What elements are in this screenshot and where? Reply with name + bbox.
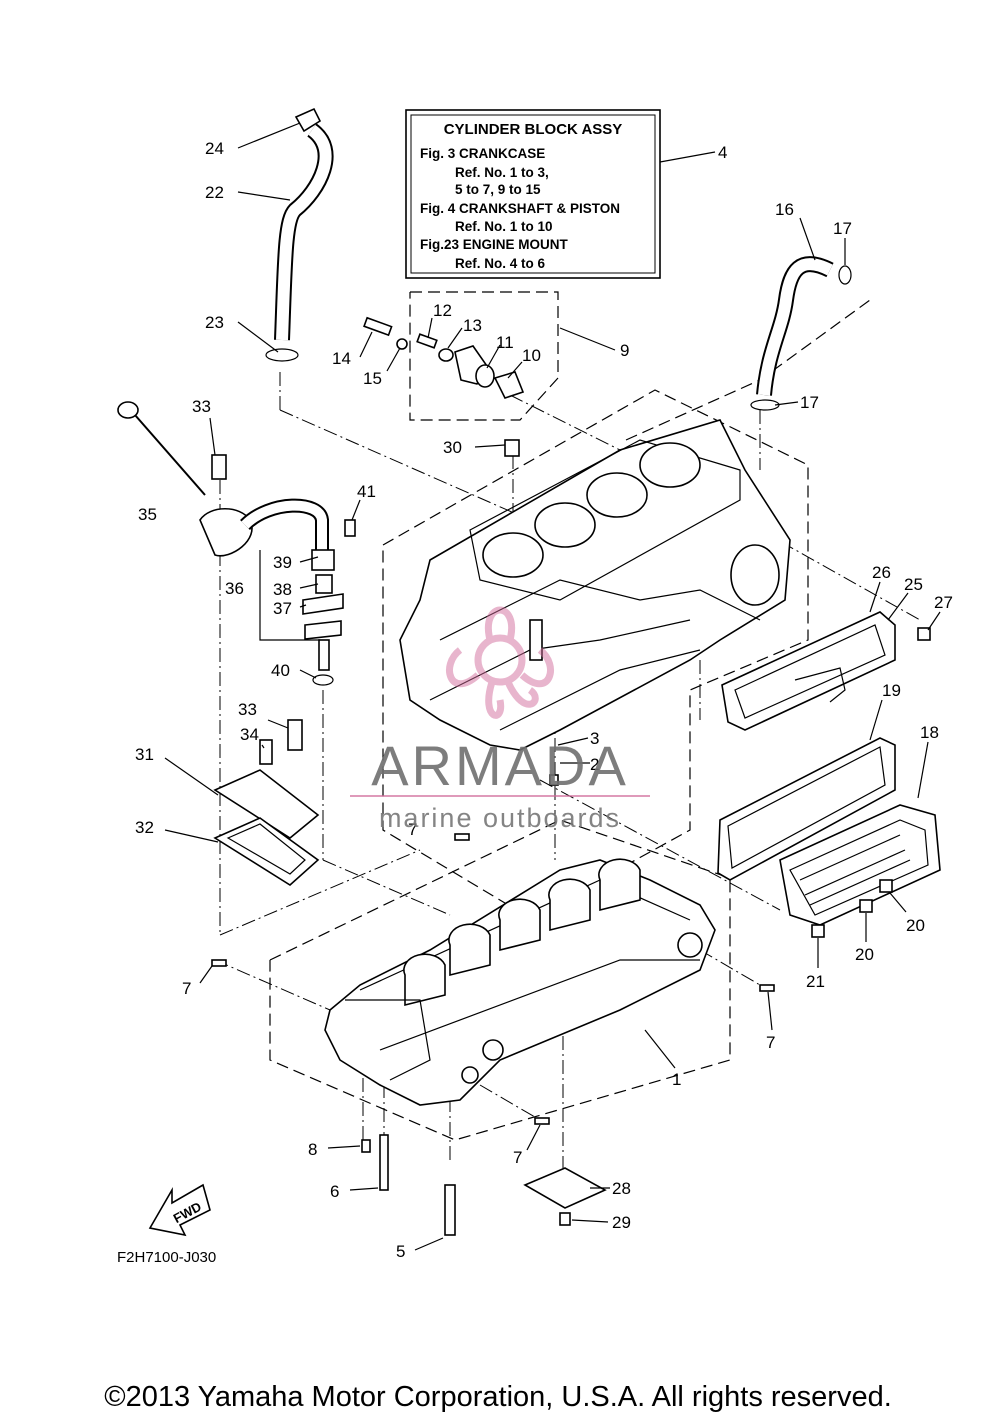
info-box-line: 5 to 7, 9 to 15 [455,182,541,197]
callout-number: 36 [225,579,244,598]
callout-number: 17 [800,393,819,412]
callout-number: 32 [135,818,154,837]
callout-number: 37 [273,599,292,618]
callout-number: 20 [855,945,874,964]
copyright-notice: ©2013 Yamaha Motor Corporation, U.S.A. A… [104,1381,892,1413]
watermark-tagline: marine outboards [379,803,621,833]
oil-pipe-assembly [117,401,356,686]
info-box: CYLINDER BLOCK ASSY Fig. 3 CRANKCASE Ref… [405,109,661,279]
callout-numbers: 24 22 23 4 16 17 17 12 13 14 15 11 10 9 … [135,139,953,1261]
crankcase [324,858,716,1106]
callout-number: 16 [775,200,794,219]
callout-number: 15 [363,369,382,388]
callout-number: 25 [904,575,923,594]
callout-number: 20 [906,916,925,935]
callout-number: 33 [192,397,211,416]
callout-number: 7 [766,1033,775,1052]
callout-number: 6 [330,1182,339,1201]
info-box-line: Ref. No. 4 to 6 [455,256,546,271]
callout-number: 38 [273,580,292,599]
plates [213,719,320,886]
callout-number: 27 [934,593,953,612]
callout-number: 26 [872,563,891,582]
bottom-fasteners [211,627,931,1236]
octopus-logo-icon [446,606,554,719]
callout-number: 30 [443,438,462,457]
callout-number: 9 [620,341,629,360]
callout-number: 40 [271,661,290,680]
side-covers [717,611,941,926]
figure-code: F2H7100-J030 [117,1249,216,1266]
watermark-brand: ARMADA [371,734,629,797]
callout-number: 31 [135,745,154,764]
callout-number: 28 [612,1179,631,1198]
callout-number: 11 [496,333,514,352]
info-box-title: CYLINDER BLOCK ASSY [444,121,623,138]
callout-number: 17 [833,219,852,238]
callout-number: 8 [308,1140,317,1159]
callout-number: 33 [238,700,257,719]
leader-lines [164,122,941,1251]
callout-number: 7 [182,979,191,998]
hose-16 [750,256,852,411]
info-box-line: Ref. No. 1 to 3, [455,165,549,180]
info-box-line: Ref. No. 1 to 10 [455,219,553,234]
hose-22 [265,107,334,362]
callout-number: 41 [357,482,376,501]
callout-number: 13 [463,316,482,335]
callout-number: 5 [396,1242,405,1261]
callout-number: 14 [332,349,351,368]
callout-number: 7 [513,1148,522,1167]
info-box-line: Fig. 3 CRANKCASE [420,146,545,161]
callout-number: 3 [590,729,599,748]
cylinder-block [399,419,791,751]
fwd-arrow-icon: FWD [148,1183,211,1237]
callout-number: 24 [205,139,224,158]
thermostat-cluster [363,316,525,399]
info-box-line: Fig. 4 CRANKSHAFT & PISTON [420,201,620,216]
callout-number: 10 [522,346,541,365]
callout-number: 19 [882,681,901,700]
callout-number: 18 [920,723,939,742]
callout-number: 12 [433,301,452,320]
callout-number: 4 [718,143,727,162]
watermark: ARMADA marine outboards [350,606,650,833]
callout-number: 22 [205,183,224,202]
callout-number: 7 [408,820,417,839]
info-box-line: Fig.23 ENGINE MOUNT [420,237,569,252]
callout-number: 23 [205,313,224,332]
callout-number: 1 [672,1070,681,1089]
callout-number: 35 [138,505,157,524]
callout-number: 21 [806,972,825,991]
callout-number: 29 [612,1213,631,1232]
callout-number: 39 [273,553,292,572]
callout-number: 34 [240,725,259,744]
callout-number: 2 [590,755,599,774]
